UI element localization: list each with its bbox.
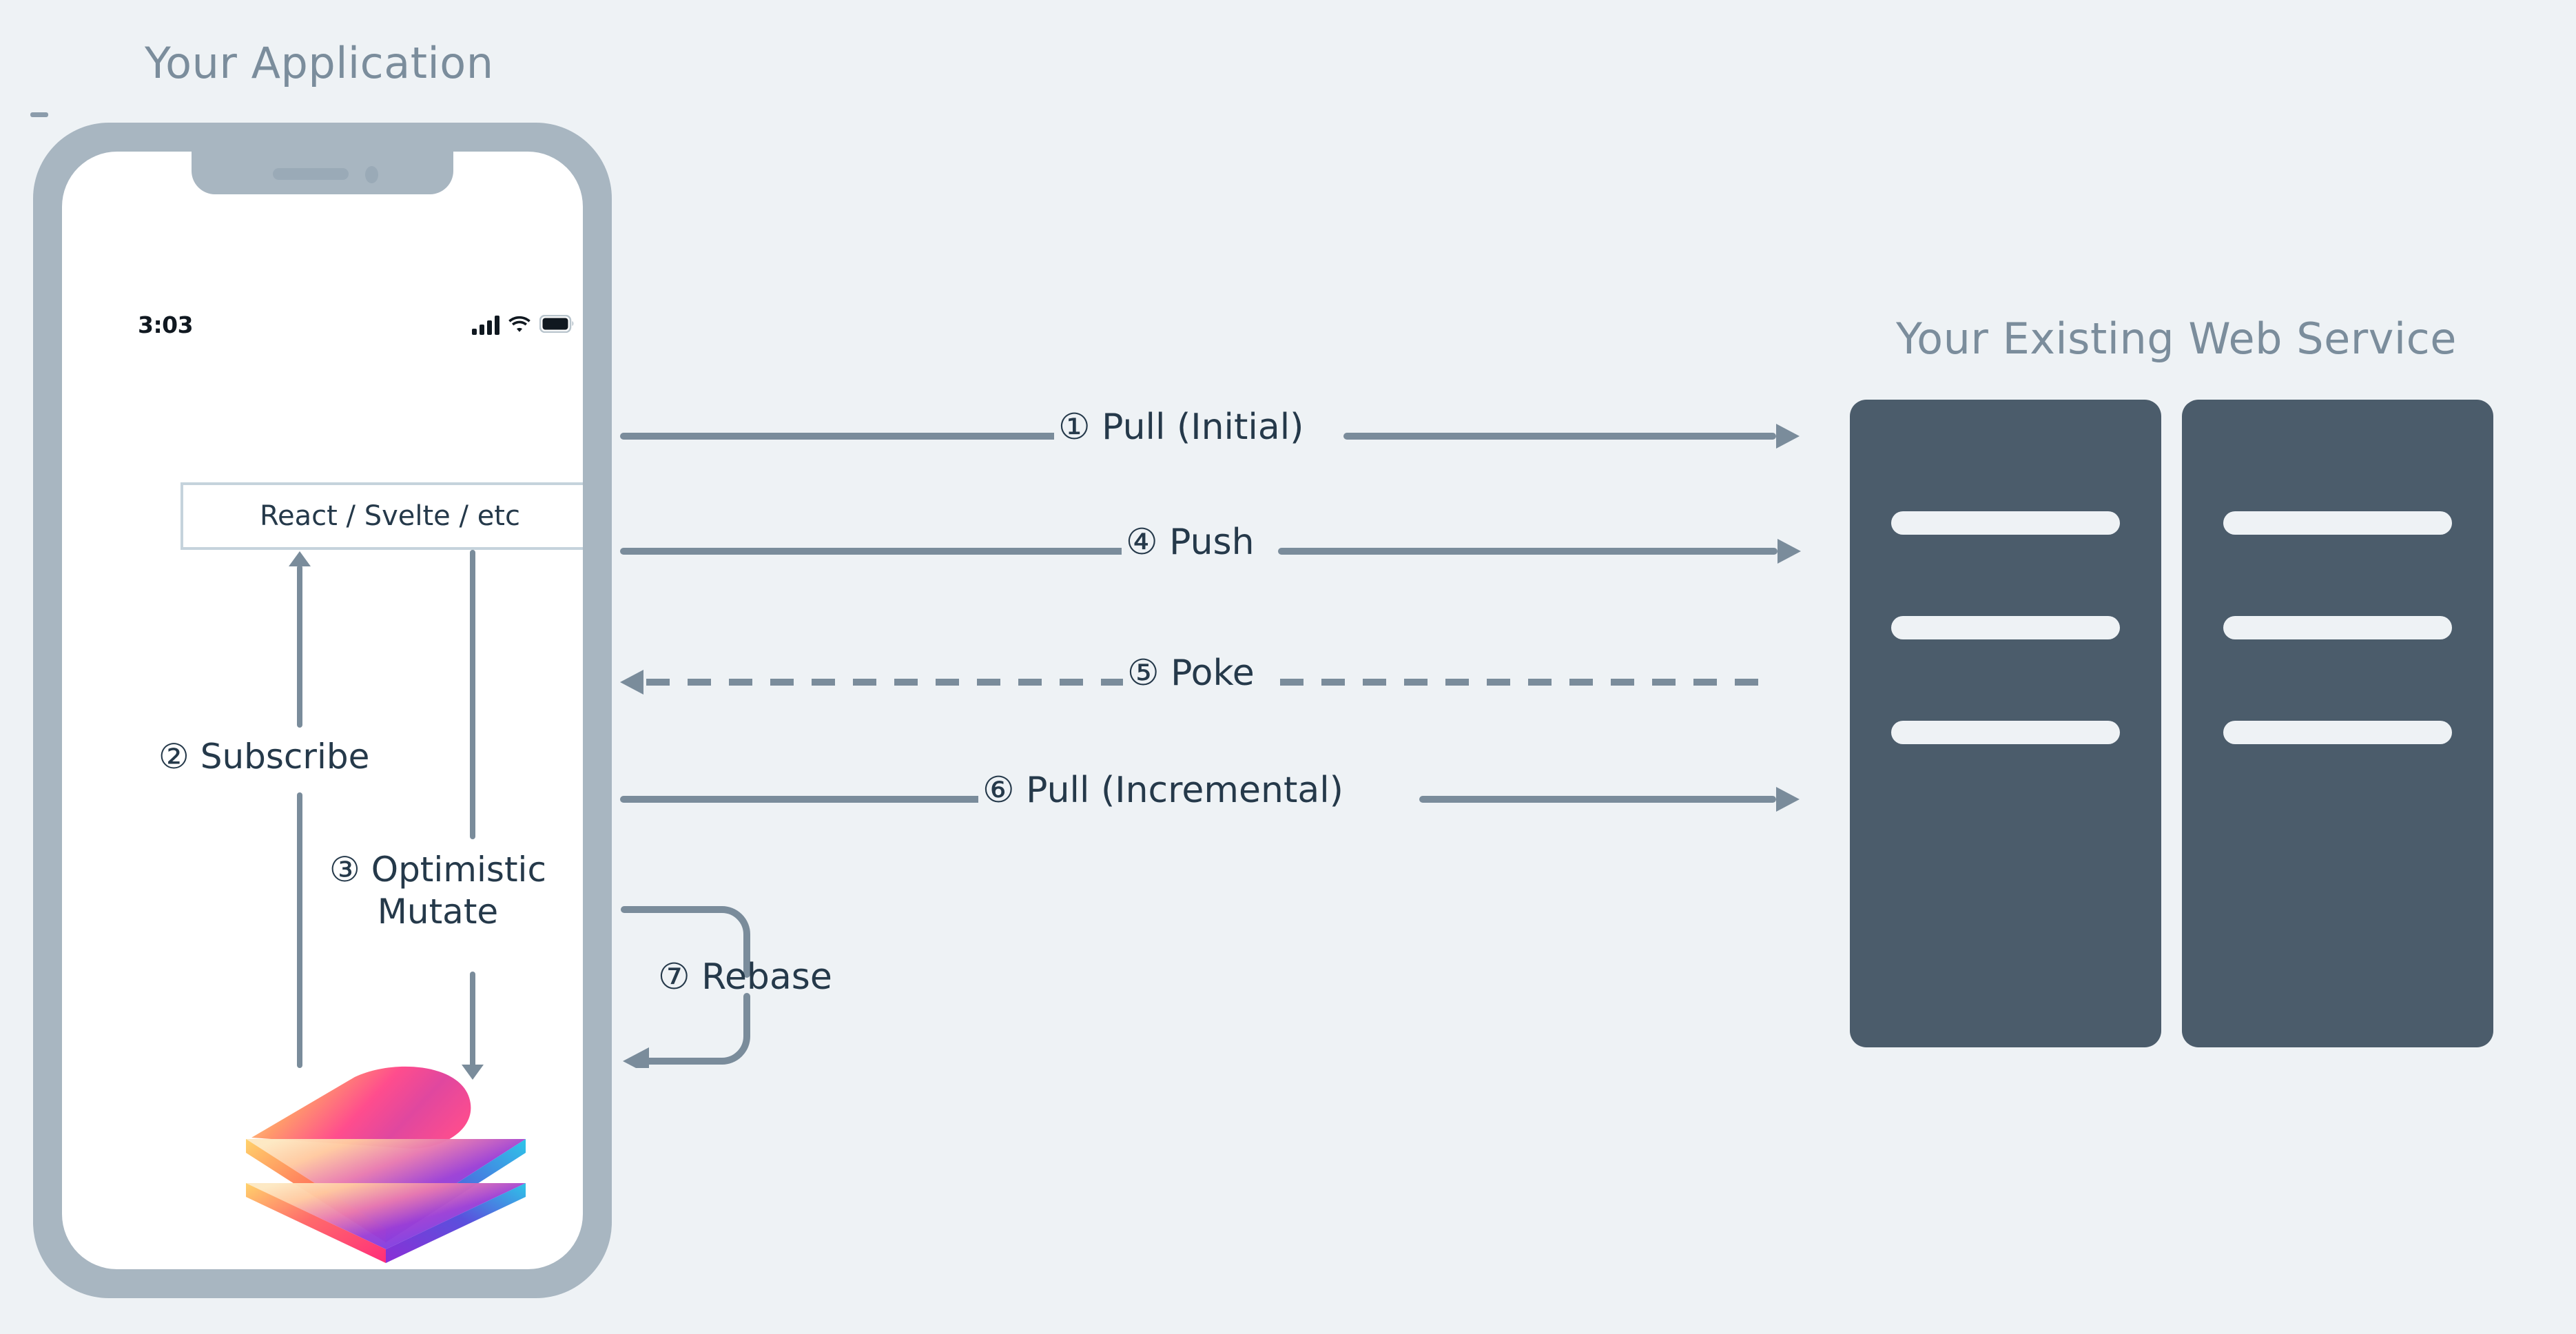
replicache-logo-icon [238, 1065, 534, 1264]
flow-push: ④ Push [620, 522, 1809, 564]
mutate-line-lower [470, 972, 475, 1068]
decorative-dash [30, 112, 48, 117]
server-slot [1891, 511, 2120, 535]
wifi-icon [508, 314, 531, 336]
flow-rebase-loop [619, 903, 777, 1075]
optimistic-mutate-step-label: ③ Optimistic Mutate [329, 850, 546, 932]
arrowhead-right-icon [1778, 539, 1801, 564]
front-camera-icon [365, 166, 378, 183]
server-slot [2223, 616, 2452, 639]
earpiece-speaker-icon [273, 168, 349, 180]
server-slot [1891, 721, 2120, 744]
arrowhead-right-icon [1776, 424, 1800, 449]
status-bar-time: 3:03 [138, 311, 194, 338]
framework-box-label: React / Svelte / etc [260, 500, 520, 532]
flow-line-left [620, 548, 1130, 555]
phone-frame: 3:03 [33, 123, 612, 1298]
flow-label-rebase: ⑦ Rebase [658, 956, 832, 998]
client-section-title: Your Application [145, 38, 494, 88]
flow-pull-incremental: ⑥ Pull (Incremental) [620, 770, 1800, 812]
status-bar-icons [472, 314, 574, 336]
flow-label-pull-initial: ① Pull (Initial) [1054, 407, 1308, 448]
flow-label-push: ④ Push [1122, 522, 1259, 563]
server-slot [2223, 721, 2452, 744]
server-rack-2 [2182, 400, 2493, 1047]
flow-line-left [620, 796, 985, 803]
subscribe-step-label: ② Subscribe [158, 737, 370, 777]
mutate-arrowhead-icon [462, 1065, 484, 1080]
framework-box: React / Svelte / etc [181, 482, 583, 550]
server-slot [1891, 616, 2120, 639]
flow-label-poke: ⑤ Poke [1123, 653, 1259, 694]
subscribe-line-upper [297, 565, 302, 728]
flow-line-right [1419, 796, 1776, 803]
flow-line-left [620, 433, 1061, 440]
flow-pull-initial: ① Pull (Initial) [620, 407, 1800, 449]
signal-bars-icon [472, 316, 499, 335]
phone-notch [192, 152, 453, 194]
server-rack-1 [1850, 400, 2161, 1047]
arrowhead-left-icon [620, 670, 643, 695]
flow-label-pull-incremental: ⑥ Pull (Incremental) [978, 770, 1348, 811]
flow-line-right-dashed [1280, 679, 1771, 686]
server-slot [2223, 511, 2452, 535]
flow-line-right [1343, 433, 1776, 440]
phone-screen: 3:03 [62, 152, 583, 1269]
flow-line-left-dashed [646, 679, 1129, 686]
subscribe-arrowhead-icon [289, 551, 311, 566]
flow-line-right [1278, 548, 1778, 555]
server-section-title: Your Existing Web Service [1896, 314, 2457, 364]
arrowhead-right-icon [1776, 787, 1800, 812]
flow-poke: ⑤ Poke [620, 653, 1800, 695]
mutate-line-upper [470, 550, 475, 839]
battery-icon [539, 314, 574, 336]
subscribe-line-lower [297, 792, 302, 1068]
